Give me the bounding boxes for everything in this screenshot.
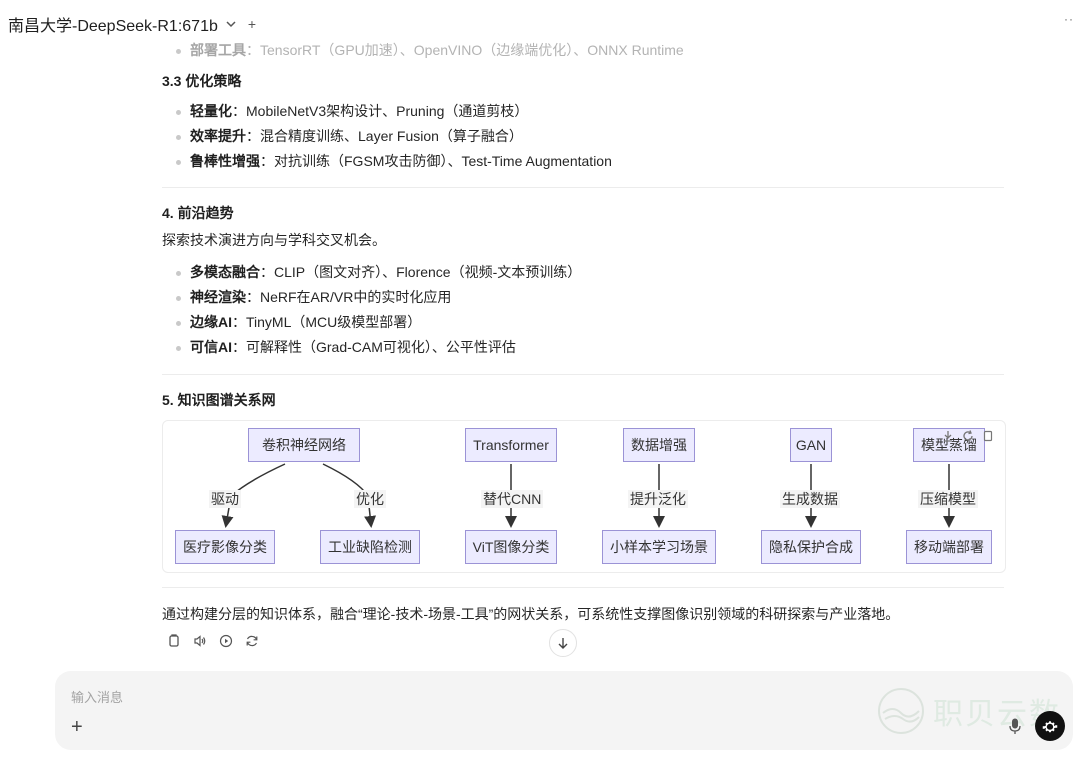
watermark: 职贝云数: [875, 685, 1061, 737]
list-item: 效率提升：混合精度训练、Layer Fusion（算子融合）: [174, 124, 1004, 149]
regenerate-icon[interactable]: [244, 633, 260, 649]
edge-label: 优化: [354, 490, 386, 508]
list-item: 部署工具：TensorRT（GPU加速）、OpenVINO（边缘端优化）、ONN…: [174, 38, 1004, 63]
edge-label: 提升泛化: [628, 490, 688, 508]
edge-label: 生成数据: [780, 490, 840, 508]
download-icon[interactable]: [941, 429, 955, 443]
divider: [162, 187, 1004, 188]
list-item: 可信AI：可解释性（Grad-CAM可视化）、公平性评估: [174, 335, 1004, 360]
list-item: 边缘AI：TinyML（MCU级模型部署）: [174, 310, 1004, 335]
attach-button[interactable]: +: [71, 716, 83, 738]
watermark-logo-icon: [878, 688, 924, 734]
top-bar: 南昌大学-DeepSeek-R1:671b + ··: [0, 0, 1080, 40]
divider: [162, 374, 1004, 375]
node-data-augmentation: 数据增强: [623, 428, 695, 462]
node-medical-imaging: 医疗影像分类: [175, 530, 275, 564]
edge-label: 替代CNN: [481, 490, 544, 508]
copy-icon[interactable]: [981, 429, 995, 443]
knowledge-graph-diagram: 卷积神经网络 Transformer 数据增强 GAN 模型蒸馏 驱动 优化 替…: [162, 420, 1006, 573]
arrow-down-icon: [558, 638, 568, 649]
section-heading: 4. 前沿趋势: [162, 205, 234, 221]
node-defect-detection: 工业缺陷检测: [320, 530, 420, 564]
new-chat-button[interactable]: +: [247, 16, 257, 32]
node-transformer: Transformer: [465, 428, 557, 462]
chat-title[interactable]: 南昌大学-DeepSeek-R1:671b: [8, 18, 218, 35]
microphone-icon[interactable]: [1007, 717, 1023, 735]
node-distillation: 模型蒸馏: [913, 428, 985, 462]
message-input-box[interactable]: 输入消息 + 职贝云数 ⛮: [55, 671, 1073, 750]
node-vit: ViT图像分类: [465, 530, 557, 564]
edge-label: 压缩模型: [918, 490, 978, 508]
message-input[interactable]: 输入消息: [71, 690, 124, 705]
optimization-list: 轻量化：MobileNetV3架构设计、Pruning（通道剪枝） 效率提升：混…: [162, 99, 1004, 174]
edge-label: 驱动: [209, 490, 241, 508]
play-icon[interactable]: [218, 633, 234, 649]
divider: [162, 587, 1004, 588]
message-actions: [166, 633, 260, 649]
node-privacy-synthesis: 隐私保护合成: [761, 530, 861, 564]
node-few-shot: 小样本学习场景: [602, 530, 716, 564]
node-gan: GAN: [790, 428, 832, 462]
send-button[interactable]: ⛮: [1035, 711, 1065, 741]
node-mobile-deploy: 移动端部署: [906, 530, 992, 564]
section-heading: 3.3 优化策略: [162, 73, 242, 89]
list-item: 神经渲染：NeRF在AR/VR中的实时化应用: [174, 285, 1004, 310]
node-cnn: 卷积神经网络: [248, 428, 360, 462]
section-intro: 探索技术演进方向与学科交叉机会。: [162, 232, 386, 248]
copy-icon[interactable]: [166, 633, 182, 649]
list-item: 鲁棒性增强：对抗训练（FGSM攻击防御）、Test-Time Augmentat…: [174, 149, 1004, 174]
scroll-to-bottom-button[interactable]: [549, 629, 577, 657]
refresh-icon[interactable]: [961, 429, 975, 443]
more-options-button[interactable]: ··: [1064, 12, 1074, 26]
list-item: 轻量化：MobileNetV3架构设计、Pruning（通道剪枝）: [174, 99, 1004, 124]
summary-text: 通过构建分层的知识体系，融合“理论-技术-场景-工具”的网状关系，可系统性支撑图…: [162, 606, 900, 622]
faded-list: 部署工具：TensorRT（GPU加速）、OpenVINO（边缘端优化）、ONN…: [162, 38, 1004, 63]
trend-list: 多模态融合：CLIP（图文对齐）、Florence（视频-文本预训练） 神经渲染…: [162, 260, 1004, 360]
list-item: 多模态融合：CLIP（图文对齐）、Florence（视频-文本预训练）: [174, 260, 1004, 285]
model-selector[interactable]: 南昌大学-DeepSeek-R1:671b +: [8, 12, 256, 36]
chevron-down-icon[interactable]: [224, 17, 238, 31]
diagram-toolbar: [941, 429, 995, 443]
section-heading: 5. 知识图谱关系网: [162, 392, 276, 408]
message-content: 部署工具：TensorRT（GPU加速）、OpenVINO（边缘端优化）、ONN…: [162, 38, 1004, 410]
speaker-icon[interactable]: [192, 633, 208, 649]
